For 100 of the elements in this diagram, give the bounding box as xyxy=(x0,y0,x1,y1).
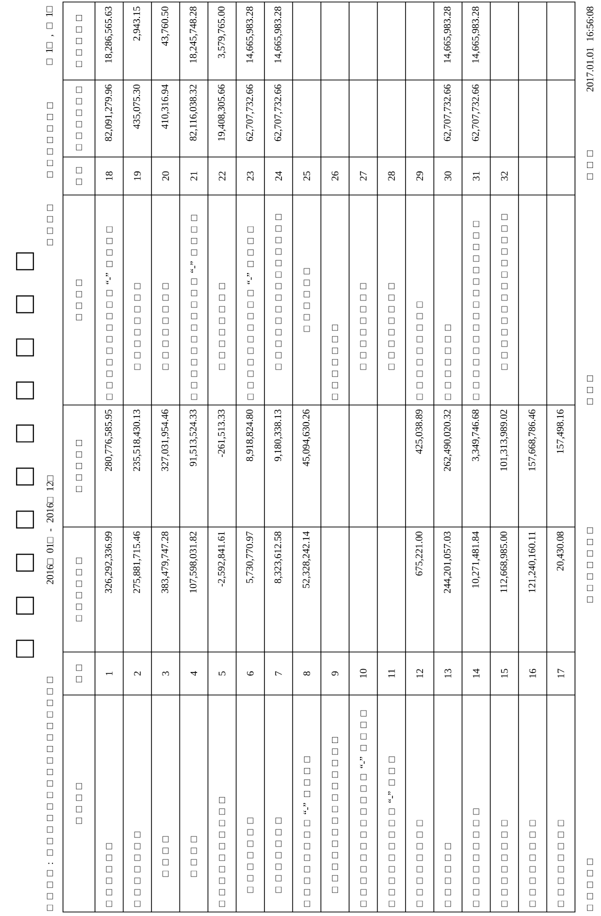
amount-value: 326,292,336.99 xyxy=(105,532,114,593)
row-label: □ □ □ □ □ □ □ xyxy=(444,324,451,400)
row-number: 12 xyxy=(416,669,423,678)
amount-value: 62,707,732.66 xyxy=(472,84,480,142)
row-label: □ □ □ □ □ □ □ □ □ xyxy=(473,808,480,907)
amount-value: -2,592,841.61 xyxy=(218,532,226,586)
amount-value: 82,116,038.32 xyxy=(190,84,198,141)
row-label: □ □ □ □ □ □ xyxy=(444,843,451,907)
footer-text: □ □ □ □ □ □ □ xyxy=(587,527,593,603)
row-label: □ □ □ □ □ □ □ □ □ □ □ □ □ □ xyxy=(276,214,282,370)
amount-value: 107,598,031.82 xyxy=(190,532,198,593)
amount-value: 45,094,630.26 xyxy=(302,410,311,466)
amount-value: 62,707,732.66 xyxy=(274,84,283,142)
amount-value: 62,707,732.66 xyxy=(444,84,452,142)
amount-value: 14,665,983.28 xyxy=(246,6,254,63)
amount-value: 327,031,954.46 xyxy=(162,410,170,471)
row-label: □ □ □ □ □ □ □ □ □ □ □ □ “-” □ □ □ □ xyxy=(360,710,367,907)
row-number: 28 xyxy=(388,171,395,181)
column-header: □ □ □ □ □ xyxy=(76,440,82,492)
column-header: □ □ xyxy=(76,167,82,185)
row-number: 20 xyxy=(162,171,169,181)
row-label: □ □ □ □ □ □ □ □ “-” □ □ □ □ xyxy=(303,756,310,907)
amount-value: -261,513.33 xyxy=(218,410,226,457)
row-label: □ □ □ □ xyxy=(190,836,197,877)
row-number: 18 xyxy=(106,171,112,180)
amount-value: 43,760.50 xyxy=(162,6,170,46)
row-number: 17 xyxy=(558,668,564,678)
row-number: 31 xyxy=(472,172,480,180)
row-number: 3 xyxy=(162,671,169,676)
row-number: 9 xyxy=(332,671,338,676)
row-number: 21 xyxy=(190,172,198,181)
row-number: 14 xyxy=(472,668,480,678)
row-number: 32 xyxy=(501,172,508,180)
row-number: 25 xyxy=(303,171,310,181)
row-label: □ □ □ □ □ □ □ □ xyxy=(134,283,140,370)
amount-value: 18,286,565.63 xyxy=(105,6,114,63)
row-label: □ □ □ □ □ □ □ xyxy=(276,818,282,893)
row-label: □ □ □ □ □ □ □ □ □ □ □ “-” □ □ □ □ xyxy=(190,214,198,400)
row-number: 11 xyxy=(388,669,395,678)
row-number: 4 xyxy=(190,671,198,676)
row-label: □ □ □ □ □ □ □ □ □ □ □ □ □ □ xyxy=(501,214,508,370)
row-label: □ □ □ □ □ □ □ □ □ “-” □ □ □ xyxy=(388,756,395,907)
amount-value: 82,091,279.96 xyxy=(105,84,114,142)
header-text: □ 1□ , □ 1□ xyxy=(46,6,54,65)
row-label: □ □ □ □ □ □ xyxy=(106,843,112,907)
row-number: 13 xyxy=(444,668,452,678)
amount-value: 19,408,305.66 xyxy=(218,84,226,141)
column-header: □ □ □ □ □ □ xyxy=(76,558,82,622)
amount-value: 280,776,585.95 xyxy=(105,410,114,472)
row-label: □ □ □ □ □ □ □ xyxy=(134,832,140,907)
amount-value: 121,240,160.11 xyxy=(528,532,537,592)
amount-value: 14,665,983.28 xyxy=(472,6,480,63)
footer-text: □ □ □ xyxy=(587,376,593,404)
row-label: □ □ □ □ □ □ □ □ xyxy=(416,820,423,907)
amount-value: 3,349,746.68 xyxy=(472,410,480,462)
amount-value: 2,943.15 xyxy=(133,6,142,41)
amount-value: 675,221.00 xyxy=(416,532,424,576)
amount-value: 435,075.30 xyxy=(133,84,142,129)
row-number: 29 xyxy=(416,171,424,181)
row-label: □ □ □ □ □ □ □ □ xyxy=(501,820,508,907)
amount-value: 8,323,612.58 xyxy=(274,532,283,584)
amount-value: 262,490,020.32 xyxy=(444,410,452,472)
amount-value: 275,881,715.46 xyxy=(133,532,142,594)
row-number: 5 xyxy=(218,671,226,676)
row-label: □ □ □ □ □ □ □ □ xyxy=(530,820,536,907)
amount-value: 20,430.08 xyxy=(556,532,565,571)
row-number: 22 xyxy=(218,172,226,181)
amount-value: 14,665,983.28 xyxy=(274,6,283,63)
column-header: □ □ □ □ □ xyxy=(76,15,82,68)
amount-value: 383,479,747.28 xyxy=(162,532,170,593)
row-number: 26 xyxy=(332,171,338,181)
amount-value: 52,328,242.14 xyxy=(302,531,311,588)
row-label: □ □ □ □ □ □ □ xyxy=(247,818,254,893)
amount-value: 10,271,481.84 xyxy=(472,531,480,588)
column-header: □ □ □ □ xyxy=(76,280,82,320)
amount-value: 91,513,524.33 xyxy=(190,410,198,466)
header-text: □ □ □ □ □ □ □ xyxy=(47,102,53,178)
row-label: □ □ □ □ □ □ □ □ xyxy=(558,820,564,907)
amount-value: 8,918,824.80 xyxy=(246,410,254,462)
amount-value: 3,579,765.00 xyxy=(218,6,226,58)
amount-value: 425,038.89 xyxy=(416,410,424,454)
row-number: 16 xyxy=(529,668,536,678)
row-label: □ □ □ □ □ □ □ □ xyxy=(388,283,394,370)
header-text: □ □ □ □ xyxy=(47,204,53,246)
row-number: 1 xyxy=(106,672,112,676)
row-label: □ □ □ □ □ □ □ xyxy=(332,324,338,400)
amount-value: 18,245,748.28 xyxy=(190,6,198,63)
amount-value: 244,201,057.03 xyxy=(444,532,452,594)
row-label: □ □ □ □ □ □ □ □ □ □ □ □ □ □ xyxy=(332,737,338,893)
footer-text: 2017.01.01 16:56:08 xyxy=(586,6,594,92)
row-number: 23 xyxy=(246,171,254,181)
amount-value: 157,498.16 xyxy=(556,410,565,454)
row-label: □ □ □ □ □ □ □ □ □ □ xyxy=(219,797,226,907)
row-label: □ □ □ □ xyxy=(162,836,169,877)
amount-value: 101,313,989.02 xyxy=(500,410,508,471)
amount-value: 62,707,732.66 xyxy=(246,84,254,142)
title: □ □ □ □ □ □ □ □ □ □ xyxy=(16,252,34,658)
footer-text: □ □ □ □ □ xyxy=(587,858,593,911)
row-label: □ □ □ □ □ □ □ □ □ xyxy=(416,302,423,400)
row-number: 2 xyxy=(134,672,141,676)
